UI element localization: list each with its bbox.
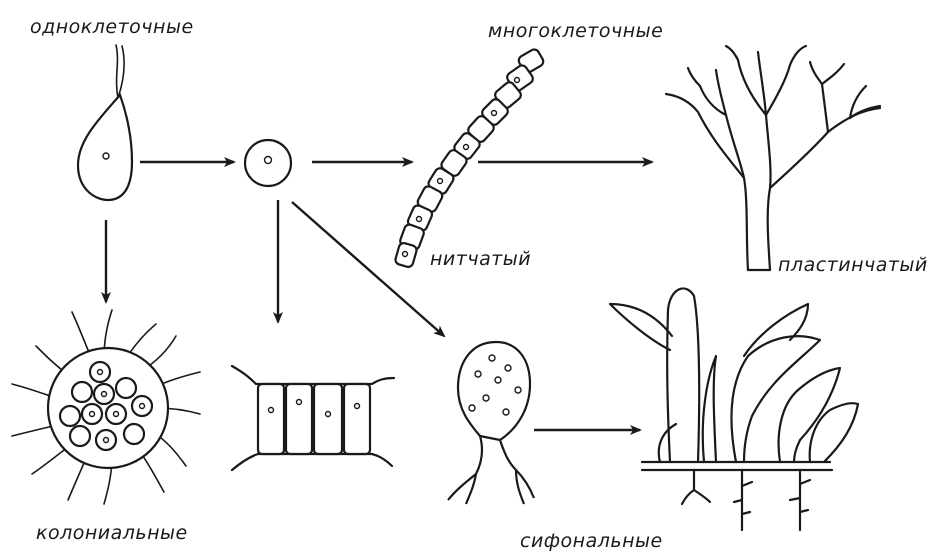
label-siphonal: сифональные [520, 530, 663, 552]
colonial-colony [12, 310, 200, 504]
label-unicellular: одноклеточные [30, 16, 194, 38]
label-multicellular: многоклеточные [488, 20, 663, 42]
siphonal-cell [448, 342, 534, 504]
cell-row [232, 366, 394, 470]
label-colonial: колониальные [36, 522, 188, 544]
unicellular-cell [78, 45, 132, 200]
spherical-cell [245, 140, 291, 186]
lamellar-thallus [666, 46, 880, 270]
label-lamellar: пластинчатый [778, 254, 928, 276]
filamentous-chain [394, 48, 545, 268]
label-filamentous: нитчатый [430, 248, 531, 270]
siphonal-thallus [610, 288, 858, 530]
